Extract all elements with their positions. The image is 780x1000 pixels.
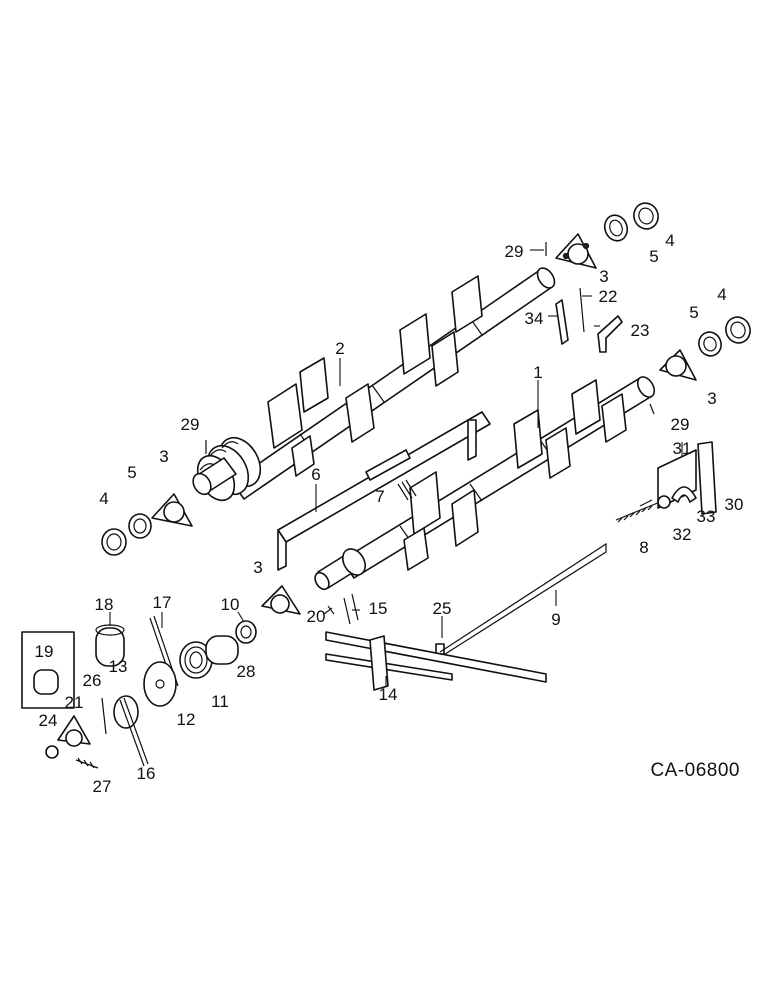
drive-parts — [21, 615, 239, 769]
callout-26: 26 — [83, 671, 102, 690]
callout-17: 17 — [153, 593, 172, 612]
callout-3: 3 — [159, 447, 168, 466]
callout-31: 31 — [673, 439, 692, 458]
callout-3: 3 — [253, 558, 262, 577]
callout-28: 28 — [237, 662, 256, 681]
callout-16: 16 — [137, 764, 156, 783]
callout-27: 27 — [93, 777, 112, 796]
leader-lines — [109, 249, 683, 686]
callout-14: 14 — [379, 685, 398, 704]
callout-1: 1 — [533, 363, 542, 382]
upper-shaft-assembly — [192, 267, 556, 502]
callout-25: 25 — [433, 599, 452, 618]
callout-29: 29 — [181, 415, 200, 434]
callout-3: 3 — [599, 267, 608, 286]
callout-10: 10 — [221, 595, 240, 614]
callout-18: 18 — [95, 595, 114, 614]
callout-2: 2 — [335, 339, 344, 358]
bearing-parts — [101, 202, 751, 644]
callout-23: 23 — [631, 321, 650, 340]
callout-5: 5 — [127, 463, 136, 482]
lower-shaft-assembly — [314, 376, 656, 591]
callout-13: 13 — [109, 657, 128, 676]
callout-29: 29 — [505, 242, 524, 261]
callout-12: 12 — [177, 710, 196, 729]
callout-3: 3 — [707, 389, 716, 408]
callout-34: 34 — [525, 309, 544, 328]
callout-4: 4 — [665, 231, 674, 250]
callout-4: 4 — [717, 285, 726, 304]
callout-32: 32 — [673, 525, 692, 544]
callout-15: 15 — [369, 599, 388, 618]
callout-4: 4 — [99, 489, 108, 508]
callout-labels: 1 2 3 3 3 3 4 4 4 5 5 5 6 7 8 9 10 11 12… — [35, 231, 744, 796]
callout-19: 19 — [35, 642, 54, 661]
callout-20: 20 — [307, 607, 326, 626]
hardware-parts — [205, 242, 717, 691]
callout-21: 21 — [65, 693, 84, 712]
callout-8: 8 — [639, 538, 648, 557]
drawing-reference: CA-06800 — [650, 760, 740, 781]
callout-5: 5 — [649, 247, 658, 266]
callout-33: 33 — [697, 507, 716, 526]
frame-bar — [277, 411, 491, 571]
callout-9: 9 — [551, 610, 560, 629]
callout-29: 29 — [671, 415, 690, 434]
callout-30: 30 — [725, 495, 744, 514]
callout-22: 22 — [599, 287, 618, 306]
callout-5: 5 — [689, 303, 698, 322]
callout-6: 6 — [311, 465, 320, 484]
callout-7: 7 — [375, 487, 384, 506]
callout-24: 24 — [39, 711, 58, 730]
callout-11: 11 — [211, 692, 229, 711]
